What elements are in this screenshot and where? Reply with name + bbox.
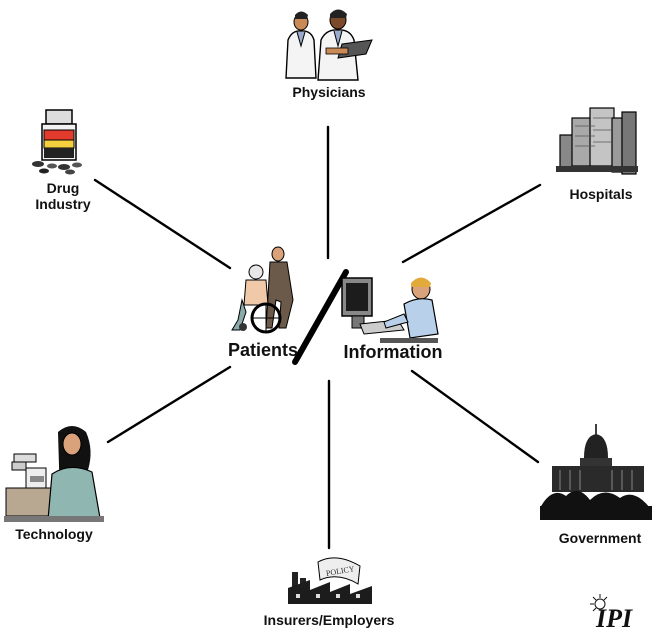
drug-industry-line-1: Drug (46, 180, 80, 196)
node-label-insurers-employers: Insurers/Employers (263, 612, 395, 628)
ipi-logo: IPI (596, 604, 633, 633)
center-label-information: Information (343, 342, 443, 362)
spoke-drug-industry (93, 178, 232, 270)
node-label-government: Government (558, 530, 642, 546)
spoke-technology (106, 365, 232, 444)
physicians-illustration (285, 9, 373, 81)
ipi-logo-mark (590, 594, 608, 612)
drug-bottle-illustration (32, 109, 82, 175)
hospital-buildings-illustration (556, 107, 638, 175)
spokes (93, 125, 542, 550)
node-label-physicians: Physicians (292, 84, 366, 100)
patients-wheelchair-illustration (231, 246, 294, 334)
node-label-technology: Technology (15, 526, 93, 542)
capitol-building-illustration (540, 424, 652, 520)
spoke-hospitals (401, 183, 542, 264)
center-label-patients: Patients (227, 340, 299, 360)
spoke-government (410, 369, 540, 464)
lab-technician-illustration (4, 426, 104, 522)
drug-industry-line-2: Industry (35, 196, 91, 212)
factory-policy-illustration: POLICY (288, 557, 372, 604)
node-label-drug-industry: Drug Industry (18, 180, 108, 212)
node-label-hospitals: Hospitals (569, 186, 633, 202)
center-divider (292, 269, 349, 365)
computer-user-illustration (341, 277, 439, 343)
